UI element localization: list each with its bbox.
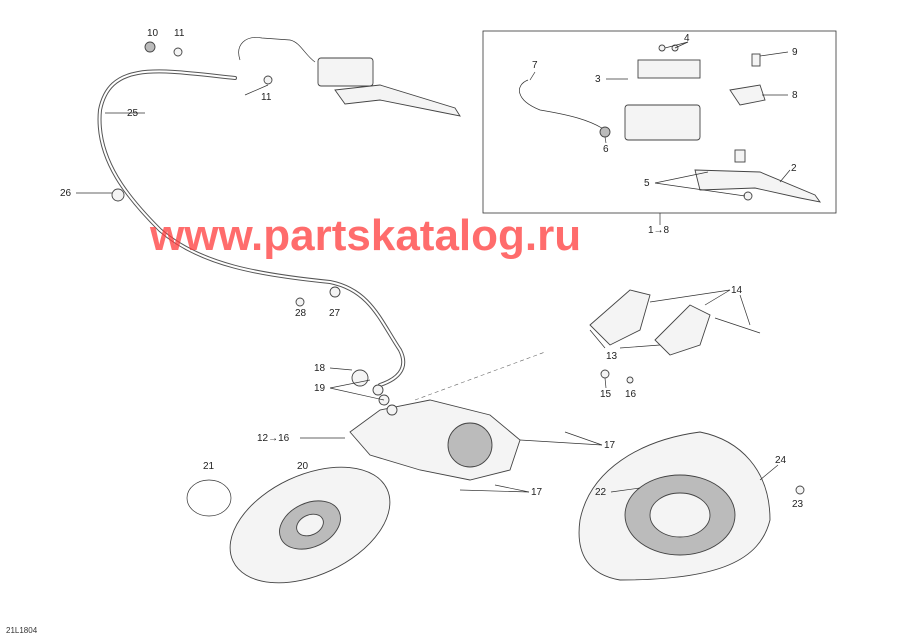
callout-7: 7	[532, 60, 538, 71]
watermark: www.partskatalog.ru	[149, 211, 581, 260]
callout-14: 14	[731, 285, 743, 296]
callout-11: 11	[174, 28, 185, 39]
callout-12-16: 12→16	[257, 433, 290, 444]
callout-16: 16	[625, 389, 637, 400]
callout-17: 17	[531, 487, 543, 498]
brake-pads	[111, 188, 761, 384]
callout-27: 27	[329, 308, 341, 319]
callout-17: 17	[604, 440, 616, 451]
disc-guard	[578, 431, 805, 581]
callout-2: 2	[791, 163, 797, 174]
callout-28: 28	[295, 308, 307, 319]
callout-24: 24	[775, 455, 787, 466]
master-cylinder-inset-box	[482, 30, 837, 214]
callout-23: 23	[792, 499, 804, 510]
callout-18: 18	[314, 363, 326, 374]
callout-5: 5	[644, 178, 650, 189]
callout-labels: 10 11 11 25 26 28 27 18 19 12→16 21 20 1…	[60, 28, 804, 510]
callout-15: 15	[600, 389, 612, 400]
callout-13: 13	[606, 351, 618, 362]
drawing-code: 21L1804	[6, 626, 38, 635]
callout-6: 6	[603, 144, 609, 155]
master-cylinder-top	[144, 37, 461, 117]
brake-caliper	[349, 369, 521, 481]
master-cylinder-inset	[519, 44, 822, 203]
callout-1-8: 1→8	[648, 225, 670, 236]
callout-4: 4	[684, 33, 690, 44]
callout-20: 20	[297, 461, 309, 472]
callout-8: 8	[792, 90, 798, 101]
callout-10: 10	[147, 28, 159, 39]
brake-hose	[97, 69, 406, 387]
callout-25: 25	[127, 108, 139, 119]
callout-21: 21	[203, 461, 215, 472]
callout-9: 9	[792, 47, 798, 58]
callout-19: 19	[314, 383, 326, 394]
callout-11: 11	[261, 92, 272, 103]
callout-3: 3	[595, 74, 601, 85]
callout-22: 22	[595, 487, 607, 498]
callout-26: 26	[60, 188, 72, 199]
brake-disc	[186, 466, 391, 584]
leader-lines	[76, 41, 791, 493]
